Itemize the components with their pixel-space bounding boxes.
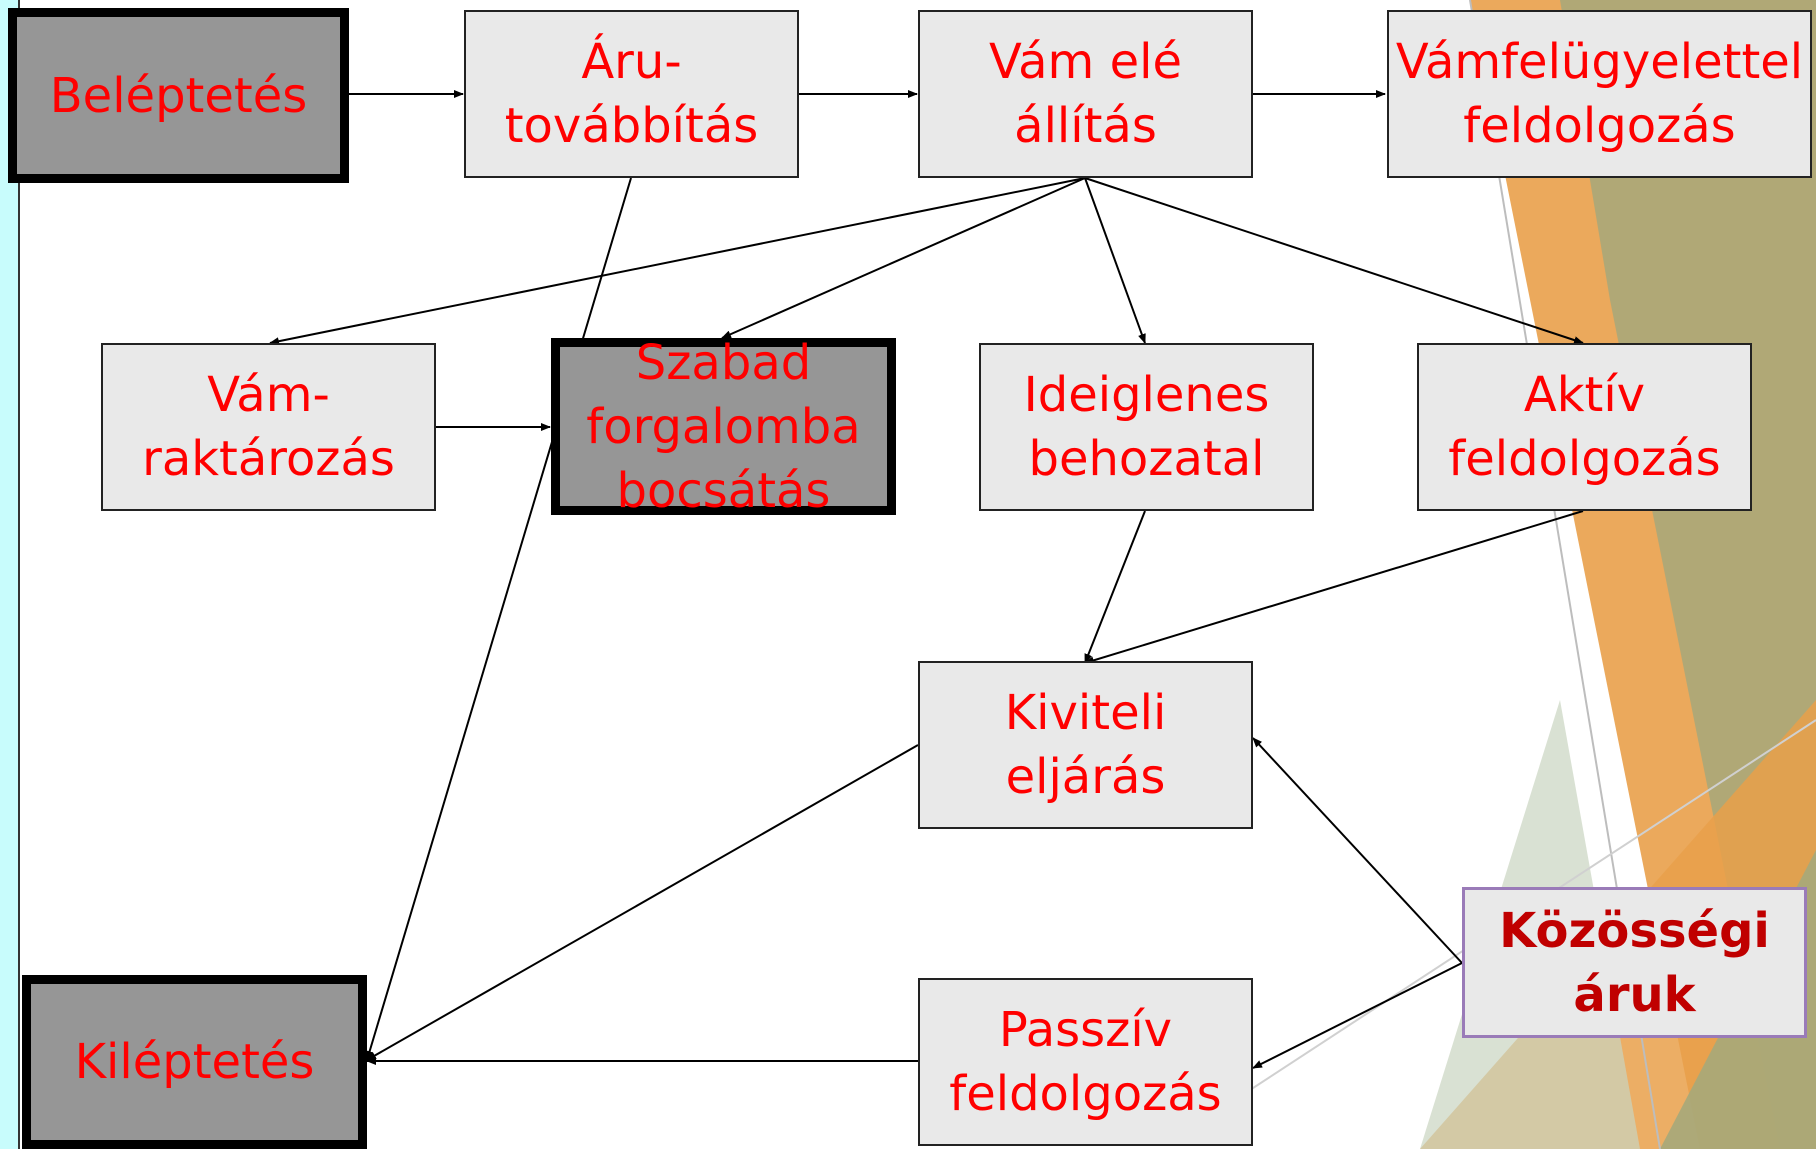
node-vam-raktarozas-label: Vám- raktározás (142, 367, 395, 487)
node-ideiglenes-label: Ideiglenes behozatal (1023, 367, 1270, 487)
node-kiviteli-label: Kiviteli eljárás (1004, 685, 1167, 805)
node-vamfelugyelettel: Vámfelügyelettel feldolgozás (1387, 10, 1812, 178)
node-ideiglenes: Ideiglenes behozatal (979, 343, 1314, 511)
node-vamfelugyelettel-label: Vámfelügyelettel feldolgozás (1395, 34, 1804, 154)
node-aru-tovabbitas: Áru- továbbítás (464, 10, 799, 178)
node-kozossegi: Közösségi áruk (1462, 887, 1807, 1038)
node-kiviteli: Kiviteli eljárás (918, 661, 1253, 829)
node-aktiv-label: Aktív feldolgozás (1448, 367, 1721, 487)
node-beleptetes-label: Beléptetés (49, 67, 308, 124)
node-passziv-label: Passzív feldolgozás (949, 1002, 1222, 1122)
node-beleptetes: Beléptetés (8, 8, 349, 183)
node-vam-ele-allitas-label: Vám elé állítás (989, 34, 1182, 154)
node-vam-raktarozas: Vám- raktározás (101, 343, 436, 511)
node-passziv: Passzív feldolgozás (918, 978, 1253, 1146)
node-szabad-forgalomba: Szabad forgalomba bocsátás (551, 335, 896, 519)
node-szabad-forgalomba-label: Szabad forgalomba bocsátás (586, 334, 861, 519)
node-aktiv: Aktív feldolgozás (1417, 343, 1752, 511)
node-vam-ele-allitas: Vám elé állítás (918, 10, 1253, 178)
left-accent-strip (0, 0, 20, 1149)
node-aru-tovabbitas-label: Áru- továbbítás (504, 34, 759, 154)
node-kileptetes: Kiléptetés (22, 975, 367, 1149)
node-kozossegi-label: Közösségi áruk (1499, 902, 1770, 1023)
node-kileptetes-label: Kiléptetés (74, 1034, 315, 1090)
